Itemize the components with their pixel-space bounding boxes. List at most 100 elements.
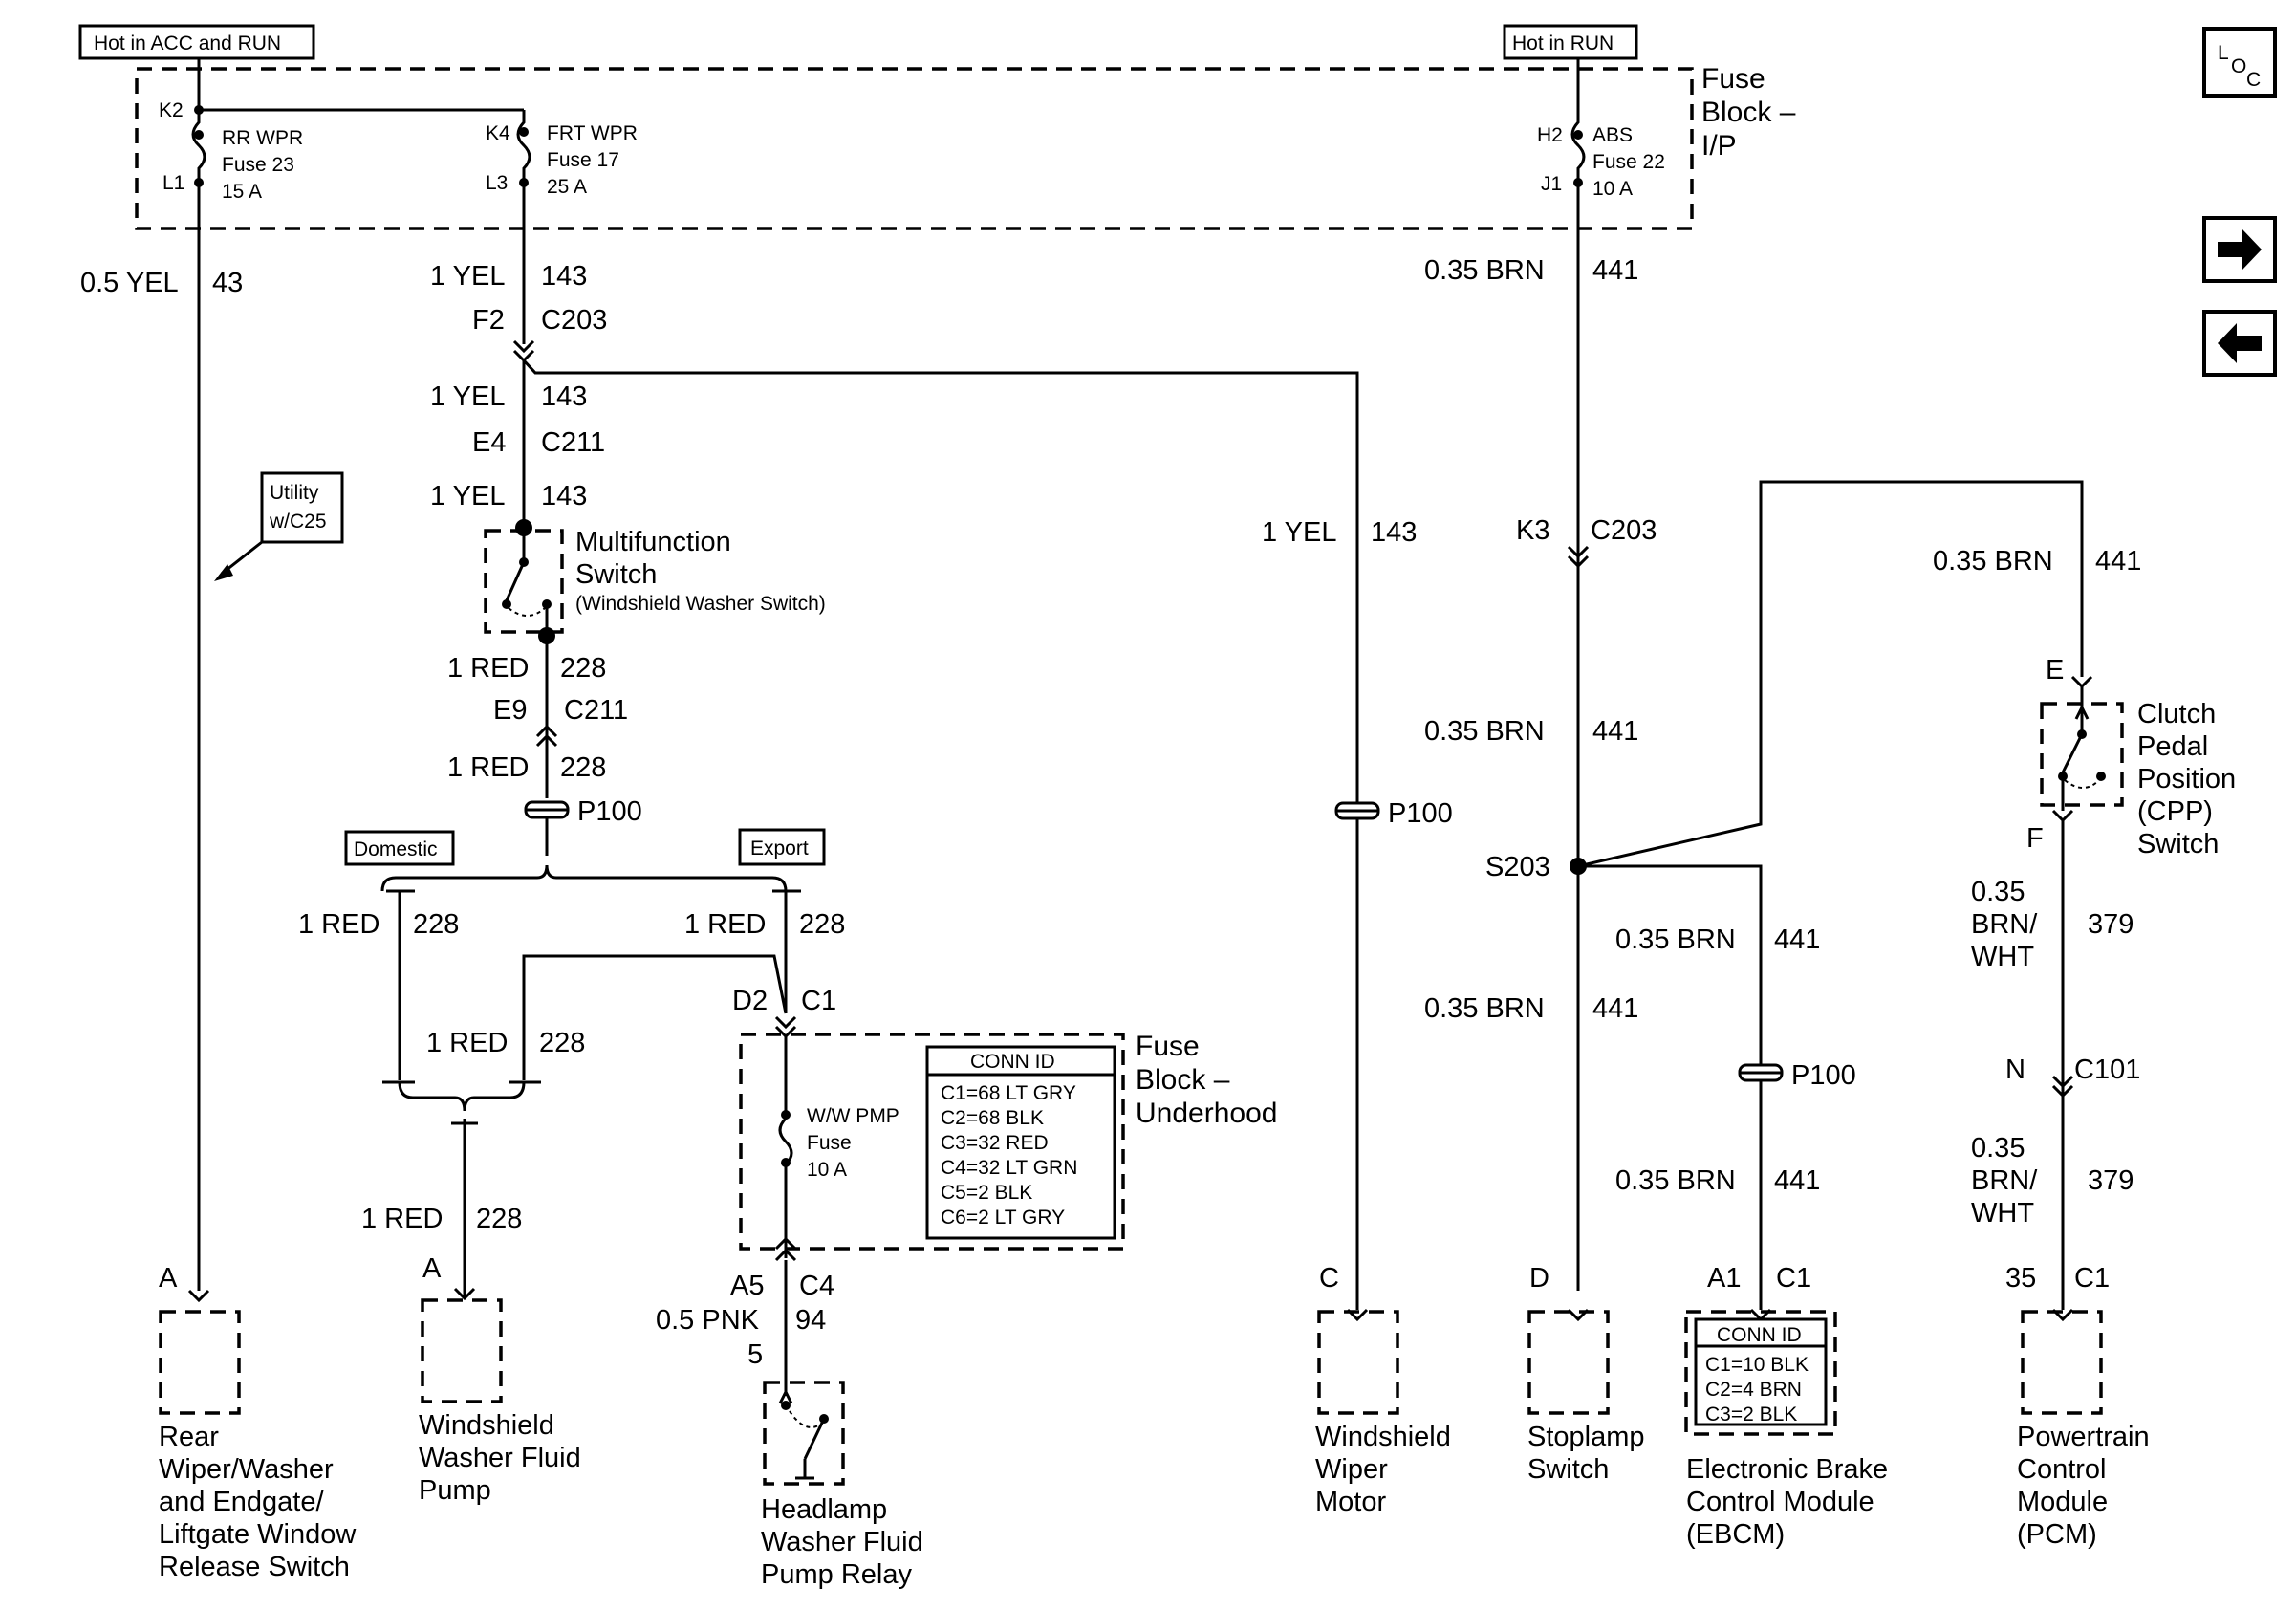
wire-228-gauge-dom: 1 RED: [298, 909, 379, 940]
svg-text:(PCM): (PCM): [2017, 1519, 2097, 1550]
conn-c101: C101: [2074, 1055, 2140, 1085]
pin-c-motor: C: [1319, 1263, 1339, 1294]
wire-43-gauge: 0.5 YEL: [80, 268, 179, 298]
wire-441-circuit-1: 441: [1592, 255, 1638, 286]
connector-c211-b: [535, 724, 558, 748]
conn-c4: C4: [799, 1271, 834, 1301]
fuse-block-ip-title-3: I/P: [1701, 130, 1737, 162]
svg-text:379: 379: [2088, 909, 2134, 940]
svg-text:K4: K4: [486, 122, 510, 144]
conn-c1-ebcm: C1: [1776, 1263, 1811, 1294]
svg-text:Fuse 23: Fuse 23: [222, 154, 294, 176]
svg-text:O: O: [2231, 55, 2246, 77]
wire-143-circuit-4: 143: [1371, 517, 1417, 548]
svg-text:C1=68 LT GRY: C1=68 LT GRY: [941, 1082, 1076, 1104]
conn-f: F: [2026, 823, 2044, 854]
svg-text:ABS: ABS: [1592, 124, 1633, 146]
pcm-module: Powertrain Control Module (PCM): [2017, 1308, 2150, 1550]
svg-text:Wiper/Washer: Wiper/Washer: [159, 1454, 334, 1485]
svg-text:10 A: 10 A: [807, 1159, 847, 1181]
rear-wiper-switch: Rear Wiper/Washer and Endgate/ Liftgate …: [159, 1289, 357, 1582]
svg-text:C: C: [2246, 69, 2261, 91]
svg-text:Rear: Rear: [159, 1422, 219, 1452]
svg-text:WHT: WHT: [1971, 942, 2034, 972]
wire-379-label-1: 0.35 BRN/ WHT 379: [1971, 877, 2134, 972]
pin-a-rear: A: [159, 1263, 178, 1294]
svg-text:Windshield: Windshield: [419, 1410, 554, 1441]
conn-c1-pcm: C1: [2074, 1263, 2110, 1294]
svg-text:WHT: WHT: [1971, 1198, 2034, 1229]
svg-text:Pedal: Pedal: [2137, 731, 2208, 762]
wire-379-label-2: 0.35 BRN/ WHT 379: [1971, 1133, 2134, 1229]
svg-text:H2: H2: [1537, 124, 1563, 146]
fuse-rr-wpr: K2 L1 RR WPR Fuse 23 15 A: [159, 99, 303, 1291]
svg-text:BRN/: BRN/: [1971, 1165, 2038, 1196]
windshield-washer-pump: Windshield Washer Fluid Pump: [419, 1287, 581, 1506]
wire-441-circuit-5: 441: [1774, 925, 1820, 955]
svg-text:Liftgate Window: Liftgate Window: [159, 1519, 357, 1550]
previous-page-button[interactable]: [2202, 310, 2277, 377]
wire-228-gauge-exp: 1 RED: [684, 909, 766, 940]
svg-text:(CPP): (CPP): [2137, 796, 2213, 827]
multifunction-switch: Multifunction Switch (Windshield Washer …: [484, 519, 826, 644]
svg-text:P100: P100: [577, 796, 642, 827]
svg-text:W/W PMP: W/W PMP: [807, 1105, 899, 1127]
wire-441-gauge-1: 0.35 BRN: [1424, 255, 1545, 286]
wire-43-circuit: 43: [212, 268, 243, 298]
wire-441-circuit-4: 441: [2095, 546, 2141, 577]
fuse-block-uh-title-3: Underhood: [1136, 1098, 1277, 1129]
svg-text:(Windshield Washer Switch): (Windshield Washer Switch): [575, 593, 826, 615]
conn-d2: D2: [732, 986, 768, 1016]
location-button[interactable]: L O C: [2202, 27, 2277, 98]
next-page-button[interactable]: [2202, 216, 2277, 283]
wire-228-gauge-2: 1 RED: [447, 752, 529, 783]
svg-text:Washer Fluid: Washer Fluid: [761, 1527, 923, 1557]
splice-p100-a: P100: [524, 796, 642, 827]
svg-text:C2=68 BLK: C2=68 BLK: [941, 1107, 1044, 1129]
conn-a5: A5: [730, 1271, 764, 1301]
arrow-left-icon: [2218, 323, 2262, 363]
wire-228-gauge-pump: 1 RED: [361, 1204, 443, 1234]
svg-text:Stoplamp: Stoplamp: [1527, 1422, 1645, 1452]
svg-text:Windshield: Windshield: [1315, 1422, 1451, 1452]
conn-c211-a: C211: [541, 427, 605, 458]
wire-441-gauge-5: 0.35 BRN: [1615, 925, 1736, 955]
svg-text:25 A: 25 A: [547, 176, 587, 198]
svg-text:Pump: Pump: [419, 1475, 491, 1506]
svg-text:Switch: Switch: [575, 559, 657, 590]
conn-e4: E4: [472, 427, 506, 458]
pin-35: 35: [2005, 1263, 2036, 1294]
fuse-block-uh-title-2: Block –: [1136, 1064, 1230, 1096]
wire-143-gauge-2: 1 YEL: [430, 381, 505, 412]
svg-text:10 A: 10 A: [1592, 178, 1633, 200]
pin-5: 5: [747, 1339, 763, 1370]
wire-228-circuit-dom: 228: [413, 909, 459, 940]
wire-228-gauge-1: 1 RED: [447, 653, 529, 684]
option-labels: Domestic Export: [344, 828, 826, 866]
power-label-run: Hot in RUN: [1503, 24, 1638, 60]
arrow-right-icon: [2218, 229, 2262, 270]
svg-text:Domestic: Domestic: [354, 838, 438, 860]
svg-text:BRN/: BRN/: [1971, 909, 2038, 940]
ebcm-module: CONN ID C1=10 BLK C2=4 BRN C3=2 BLK Elec…: [1684, 1308, 1888, 1550]
fuse-block-ip-title-2: Block –: [1701, 97, 1796, 128]
svg-text:C1=10 BLK: C1=10 BLK: [1705, 1354, 1809, 1376]
wire-228-circuit-1: 228: [560, 653, 606, 684]
wire-441-gauge-4: 0.35 BRN: [1933, 546, 2053, 577]
conn-f2: F2: [472, 305, 505, 336]
conn-n: N: [2005, 1055, 2025, 1085]
svg-text:FRT WPR: FRT WPR: [547, 122, 638, 144]
svg-text:Hot in ACC and RUN: Hot in ACC and RUN: [94, 33, 281, 54]
svg-text:Powertrain: Powertrain: [2017, 1422, 2150, 1452]
conn-e9: E9: [493, 695, 527, 726]
wire-143-circuit-3: 143: [541, 481, 587, 511]
svg-text:L3: L3: [486, 172, 508, 194]
svg-text:C4=32 LT GRN: C4=32 LT GRN: [941, 1157, 1077, 1179]
fuse-ww-pmp: W/W PMP Fuse 10 A: [778, 1036, 899, 1258]
svg-text:Pump Relay: Pump Relay: [761, 1559, 912, 1590]
svg-text:Clutch: Clutch: [2137, 699, 2216, 729]
fuse-block-ip-title-1: Fuse: [1701, 63, 1765, 95]
svg-text:379: 379: [2088, 1165, 2134, 1196]
svg-text:Fuse 17: Fuse 17: [547, 149, 619, 171]
